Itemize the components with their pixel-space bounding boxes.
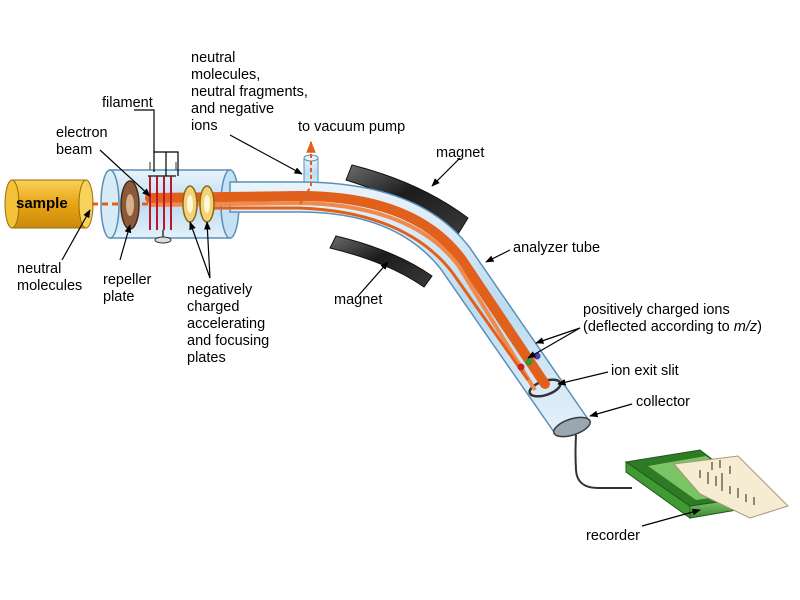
label-positively-charged-ions: positively charged ions (deflected accor… [583,302,762,336]
label-ion-exit-slit: ion exit slit [611,363,679,379]
label-repeller-plate: repeller plate [103,272,151,306]
filament-structure [148,162,177,244]
ion-beam [92,140,550,392]
recorder-device [624,449,789,519]
label-line: charged [187,299,240,315]
leader-sample-to-neutral [61,209,91,261]
label-accelerating-plates: negatively charged accelerating and focu… [187,282,269,367]
label-sample: sample [16,195,68,212]
label-line: and focusing [187,333,270,349]
leader-electron-beam [99,149,151,197]
label-line: negatively [187,282,253,298]
label-line: plate [103,289,135,305]
accelerating-plates [182,185,215,223]
label-neutral-molecules: neutral molecules [17,261,82,295]
leader-analyzer-tube [485,249,511,263]
label-line: beam [56,142,93,158]
leader-neutral-fragments [229,134,303,175]
label-electron-beam: electron beam [56,125,108,159]
label-text: (deflected according to [583,319,734,335]
label-line: and negative [191,101,275,117]
leader-ions-1 [527,327,581,359]
label-line: molecules [17,278,83,294]
label-to-vacuum-pump: to vacuum pump [298,119,406,135]
leader-ions-2 [535,327,581,344]
leader-collector [589,403,633,418]
label-collector: collector [636,394,690,410]
label-recorder: recorder [586,528,640,544]
label-line: plates [187,350,226,366]
label-text: ) [757,319,762,335]
leader-filament [134,109,179,176]
label-analyzer-tube: analyzer tube [513,240,601,256]
label-line: repeller [103,272,152,288]
leader-lines [61,109,701,527]
leader-magnet-top [431,157,461,187]
recorder-paper [673,455,789,519]
leader-recorder [641,508,701,527]
leader-repeller [119,224,132,261]
label-neutral-molecules-fragments: neutral molecules, neutral fragments, an… [191,50,308,135]
recorder-wire [574,434,632,489]
label-line: neutral fragments, [191,84,308,100]
leader-plate-2 [204,221,211,279]
label-line: molecules, [191,67,261,83]
repeller-plate-disc [120,180,140,230]
label-line: neutral [191,50,236,66]
label-line: ions [191,118,218,134]
leader-magnet-bottom [357,261,389,297]
label-filament: filament [102,95,153,111]
label-line: electron [56,125,108,141]
label-line: positively charged ions [583,302,730,318]
collector-end [553,416,591,438]
label-line: accelerating [187,316,266,332]
label-text-italic: m/z [733,319,758,335]
leader-exit-slit [557,371,609,386]
label-line: neutral [17,261,62,277]
label-magnet-bottom: magnet [334,292,383,308]
label-line: (deflected according to m/z) [583,319,762,336]
label-magnet-top: magnet [436,145,485,161]
leader-plate-1 [189,221,211,279]
